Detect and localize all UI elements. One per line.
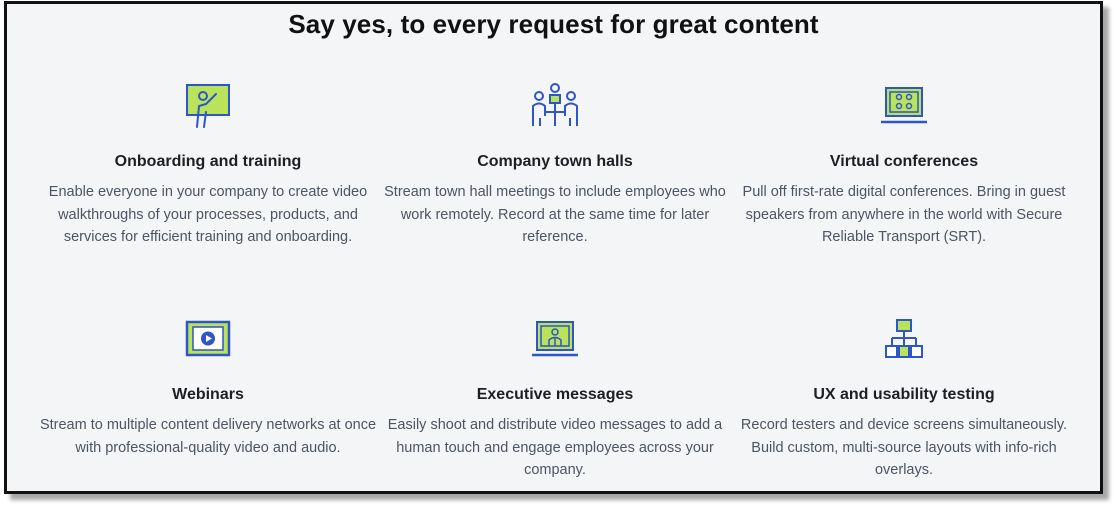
video-play-icon	[185, 320, 231, 357]
card-heading: Webinars	[172, 386, 244, 403]
card-heading: Virtual conferences	[829, 153, 979, 170]
feature-card-webinars: Webinars Stream to multiple content deli…	[33, 320, 383, 490]
card-description: Record testers and device screens simult…	[740, 417, 1068, 478]
feature-card-town-halls: Company town halls Stream town hall meet…	[380, 82, 730, 272]
laptop-speaker-icon	[532, 321, 578, 357]
card-description: Stream town hall meetings to include emp…	[384, 184, 726, 245]
content-section: Say yes, to every request for great cont…	[4, 1, 1103, 494]
card-description: Pull off first-rate digital conferences.…	[742, 184, 1066, 245]
section-title: Say yes, to every request for great cont…	[288, 9, 819, 39]
card-description: Enable everyone in your company to creat…	[48, 184, 368, 245]
laptop-conference-icon	[881, 87, 927, 124]
card-heading: Company town halls	[477, 153, 633, 170]
feature-card-onboarding: Onboarding and training Enable everyone …	[33, 82, 383, 272]
feature-card-executive-messages: Executive messages Easily shoot and dist…	[380, 320, 730, 490]
card-heading: Onboarding and training	[114, 153, 302, 170]
town-hall-people-icon	[532, 83, 578, 126]
card-description: Stream to multiple content delivery netw…	[39, 417, 377, 456]
card-heading: Executive messages	[476, 386, 634, 403]
feature-card-virtual-conferences: Virtual conferences Pull off first-rate …	[729, 82, 1079, 272]
card-description: Easily shoot and distribute video messag…	[387, 417, 723, 478]
feature-card-ux-testing: UX and usability testing Record testers …	[729, 319, 1079, 490]
presenter-board-icon	[186, 84, 230, 128]
sitemap-icon	[885, 319, 923, 358]
card-heading: UX and usability testing	[813, 386, 995, 403]
